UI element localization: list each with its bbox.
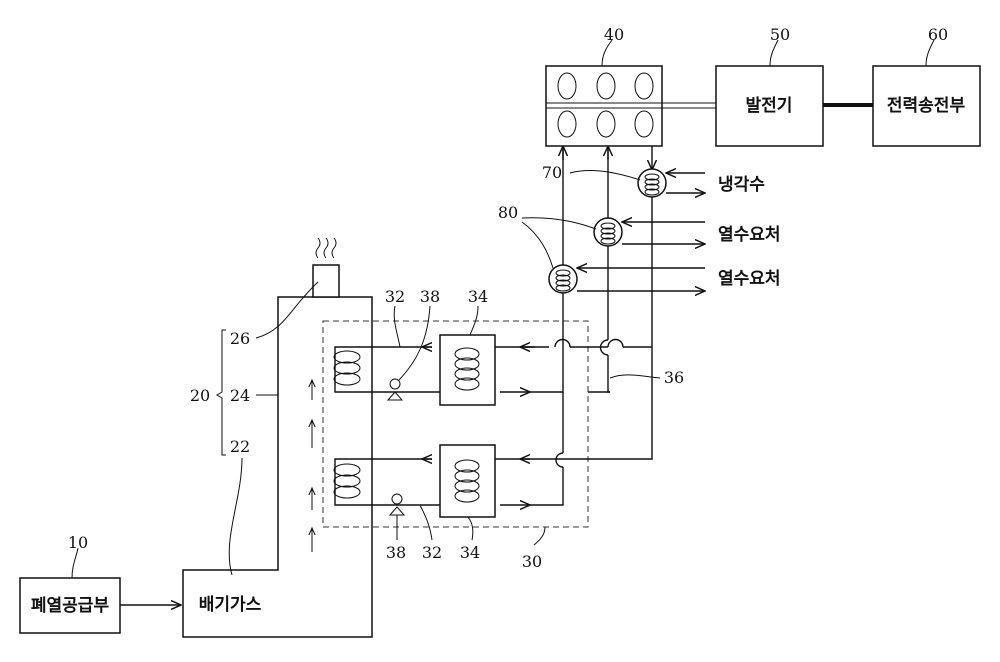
ref-50: 50 — [770, 25, 790, 44]
heat-exchanger-80-lower — [549, 265, 577, 293]
engine-40 — [546, 66, 662, 146]
leader-80a — [522, 218, 596, 229]
riser-supply-bottom — [530, 392, 563, 505]
heat-exchanger-34-bottom — [440, 445, 495, 517]
ref-24: 24 — [230, 386, 250, 405]
leader-30 — [534, 527, 545, 545]
ref-38-top: 38 — [420, 287, 440, 306]
ref-26: 26 — [230, 329, 250, 348]
leader-22 — [229, 458, 242, 575]
ref-22: 22 — [230, 437, 250, 456]
leader-32-bottom — [420, 505, 432, 540]
ref-30: 30 — [522, 552, 542, 571]
leader-32-top — [394, 306, 400, 347]
leader-70 — [570, 170, 640, 180]
exhaust-gas-label: 배기가스 — [199, 595, 262, 615]
ref-32-bottom: 32 — [422, 543, 442, 562]
leader-80b — [522, 222, 553, 268]
bracket-20 — [217, 330, 226, 455]
smoke-3 — [332, 238, 336, 258]
smoke-1 — [316, 238, 320, 258]
ref-34-top: 34 — [468, 287, 488, 306]
heat-demand-1-label: 열수요처 — [718, 225, 781, 245]
riser-hop-1 — [556, 453, 563, 467]
ref-20: 20 — [190, 386, 210, 405]
leader-34-bottom — [468, 517, 473, 540]
ref-70: 70 — [542, 163, 562, 182]
generator-label: 발전기 — [746, 96, 793, 116]
waste-heat-supply-label: 폐열공급부 — [31, 596, 110, 616]
ref-80: 80 — [498, 203, 518, 222]
ref-34-bottom: 34 — [460, 543, 480, 562]
chimney — [313, 265, 339, 297]
ref-32-top: 32 — [385, 287, 405, 306]
leader-10 — [72, 548, 78, 578]
pump-38-top — [388, 379, 402, 400]
cooling-water-label: 냉각수 — [718, 175, 765, 195]
heat-demand-2-label: 열수요처 — [718, 269, 781, 289]
riser-2 — [608, 147, 610, 392]
ref-60: 60 — [928, 25, 948, 44]
power-transmission-label: 전력송전부 — [887, 96, 966, 116]
leader-38-top — [399, 306, 430, 380]
ref-36: 36 — [664, 368, 684, 387]
return-hop-a — [608, 340, 623, 347]
exhaust-duct — [183, 297, 372, 637]
cooler-70 — [638, 169, 666, 197]
ref-10: 10 — [68, 533, 88, 552]
smoke-2 — [324, 238, 328, 258]
heat-exchanger-80-upper — [594, 218, 622, 246]
ref-38-bottom: 38 — [386, 543, 406, 562]
ref-40: 40 — [604, 25, 624, 44]
